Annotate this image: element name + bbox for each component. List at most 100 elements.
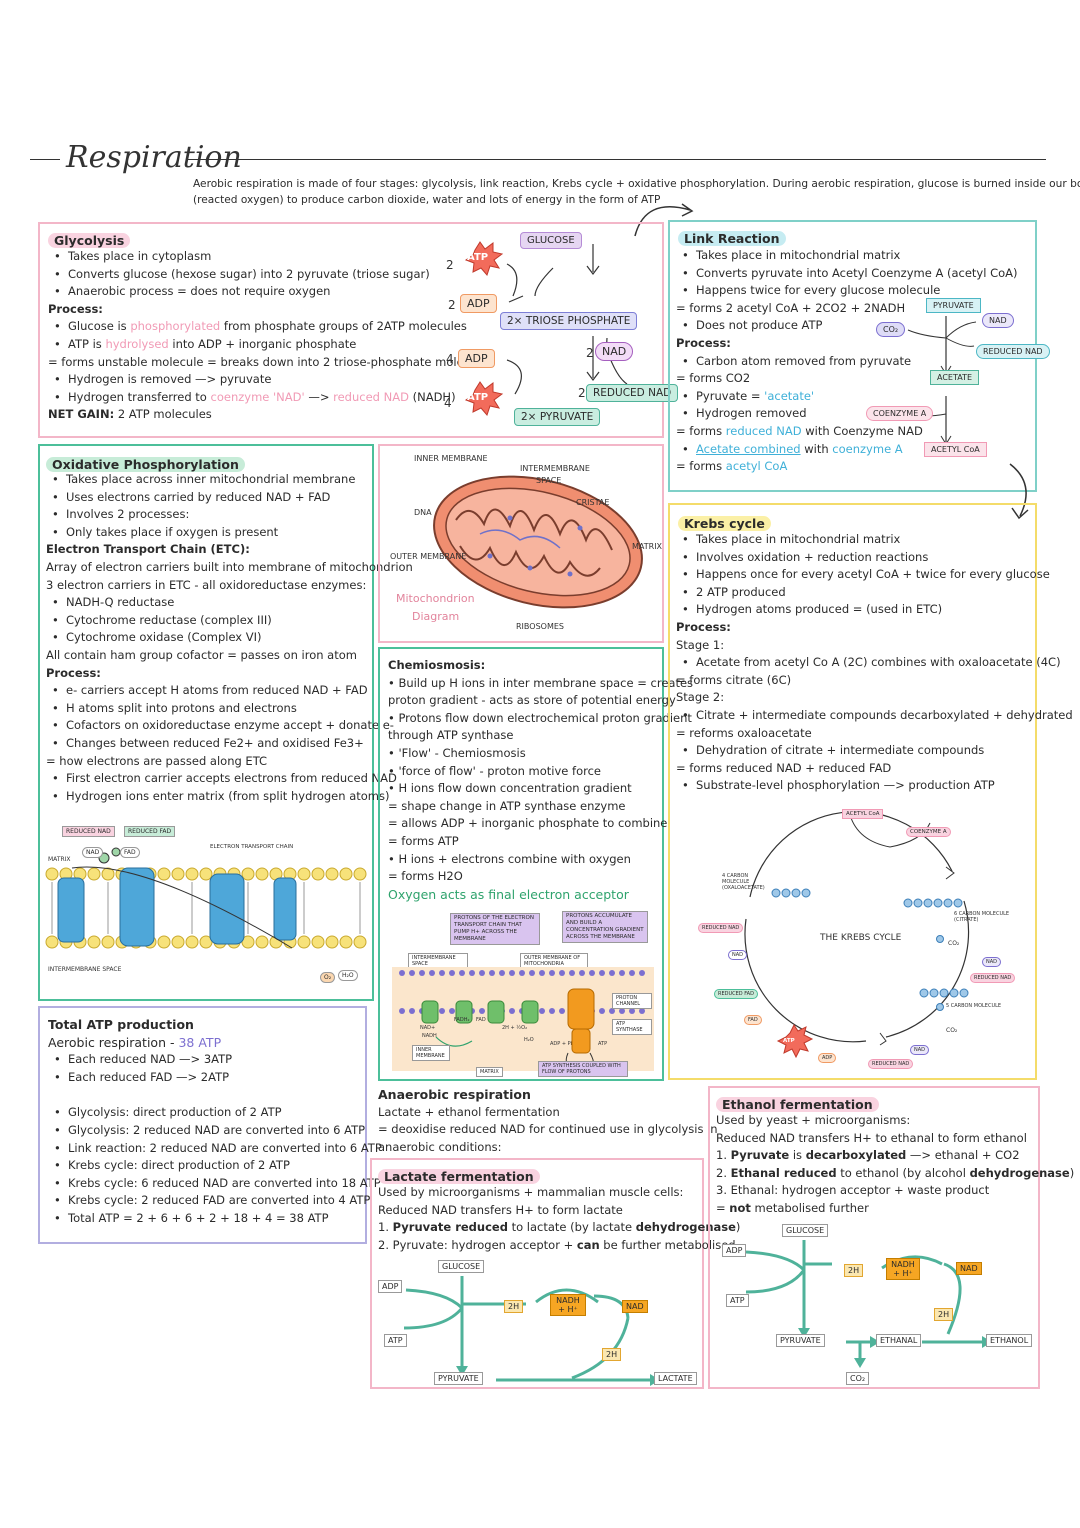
oxphos-step-6: First electron carrier accepts electrons…: [46, 770, 413, 788]
etc-fad-tag: FAD: [120, 847, 140, 858]
chemi-line-9: = allows ADP + inorganic phosphate to co…: [388, 816, 668, 831]
glycolysis-point-1: Takes place in cytoplasm: [48, 248, 494, 266]
chemi-atp-label: ATP: [598, 1041, 608, 1047]
link-point-3: Happens twice for every glucose molecule: [676, 282, 1018, 300]
lactate-pyruvate-tag: PYRUVATE: [434, 1372, 483, 1385]
krebs-nad-tag-1: NAD: [728, 950, 748, 960]
lactate-step-1: 1. Pyruvate reduced to lactate (by lacta…: [378, 1220, 741, 1235]
krebs-process-label: Process:: [676, 619, 731, 634]
ethanol-glucose-tag: GLUCOSE: [782, 1224, 829, 1237]
krebs-six-carbon: 6 CARBON MOLECULE (CITRATE): [954, 911, 1010, 923]
krebs-point-3: Happens once for every acetyl CoA + twic…: [676, 566, 1073, 584]
krebs-reduced-nad-tag-1: REDUCED NAD: [698, 923, 744, 933]
atp-star-label: ATP: [467, 252, 489, 263]
etc-carrier-2: Cytochrome reductase (complex III): [46, 612, 413, 630]
glycolysis-step-4: Hydrogen is removed —> pyruvate: [48, 371, 494, 389]
lactate-line-2: Reduced NAD transfers H+ to form lactate: [378, 1202, 623, 1217]
etc-text-1: Array of electron carriers built into me…: [46, 559, 413, 574]
ethanol-line-1: Used by yeast + microorganisms:: [716, 1113, 911, 1127]
intro-line-2: (reacted oxygen) to produce carbon dioxi…: [193, 194, 661, 206]
chemi-o2-label: 2H + ½O₂: [502, 1025, 528, 1031]
total-nad-conversion: Each reduced NAD —> 3ATP: [48, 1051, 382, 1069]
chemi-nad-label: NAD+: [420, 1025, 436, 1031]
chemi-adp-label: ADP + Pi: [550, 1041, 572, 1047]
etc-text-2: 3 electron carriers in ETC - all oxidore…: [46, 577, 367, 592]
krebs-atp-label: ATP: [783, 1038, 795, 1044]
link-step-2: Pyruvate = 'acetate': [676, 388, 1018, 406]
krebs-nad-tag-2: NAD: [982, 957, 1002, 967]
link-acetate-chip: ACETATE: [930, 370, 980, 385]
etc-o2-tag: O₂: [320, 972, 336, 983]
ethanol-nadh-tag: NADH + H⁺: [886, 1258, 920, 1280]
ethanol-step-2: 2. Ethanal reduced to ethanol (by alcoho…: [716, 1165, 1075, 1180]
chemi-matrix-tag: MATRIX: [476, 1067, 503, 1077]
lactate-line-1: Used by microorganisms + mammalian muscl…: [378, 1185, 684, 1199]
total-item-7: Total ATP = 2 + 6 + 6 + 2 + 18 + 4 = 38 …: [48, 1210, 382, 1228]
krebs-stage-2-step-2: Dehydration of citrate + intermediate co…: [676, 742, 1073, 760]
krebs-point-5: Hydrogen atoms produced = (used in ETC): [676, 601, 1073, 619]
lactate-pathway: [403, 1276, 660, 1386]
oxphos-heading: Oxidative Phosphorylation: [46, 457, 245, 472]
krebs-point-4: 2 ATP produced: [676, 584, 1073, 602]
ethanol-panel: Ethanol fermentation Used by yeast + mic…: [708, 1086, 1074, 1389]
etc-reduced-fad-tag: REDUCED FAD: [124, 826, 176, 837]
glycolysis-panel: Glycolysis Takes place in cytoplasm Conv…: [38, 222, 679, 438]
etc-carrier-1: NADH-Q reductase: [46, 594, 413, 612]
link-eq-1: = forms 2 acetyl CoA + 2CO2 + 2NADH: [676, 300, 906, 315]
oxphos-process-label: Process:: [46, 665, 101, 680]
chemi-channel-tag: PROTON CHANNEL: [612, 993, 652, 1009]
chemi-diagram: PROTONS OF THE ELECTRON TRANSPORT CHAIN …: [392, 911, 654, 1079]
etc-matrix-label: MATRIX: [48, 856, 71, 863]
pyruvate-chip: 2× PYRUVATE: [514, 408, 601, 426]
mitochondrion-panel: INNER MEMBRANE INTERMEMBRANE SPACE DNA C…: [378, 444, 664, 643]
ethanol-line-2: Reduced NAD transfers H+ to ethanal to f…: [716, 1130, 1027, 1145]
link-coa-chip: COENZYME A: [866, 406, 934, 421]
krebs-acetyl-coa-tag: ACETYL CoA: [842, 809, 884, 819]
mito-ribosomes: RIBOSOMES: [516, 622, 564, 631]
intro-line-1: Aerobic respiration is made of four stag…: [193, 178, 1080, 190]
link-acetyl-coa-chip: ACETYL CoA: [924, 442, 987, 457]
oxphos-point-4: Only takes place if oxygen is present: [46, 524, 413, 542]
adp-chip-2: ADP: [458, 349, 495, 368]
krebs-stage-1-step: Acetate from acetyl Co A (2C) combines w…: [676, 654, 1073, 672]
krebs-fad-tag: FAD: [744, 1015, 762, 1025]
ethanol-adp-tag: ADP: [722, 1244, 747, 1257]
etc-h2o-tag: H₂O: [338, 970, 358, 981]
chemi-line-12: = forms H2O: [388, 869, 463, 884]
anaerobic-section: Anaerobic respiration Lactate + ethanol …: [378, 1086, 718, 1156]
chemi-fadh-label: FADH₂: [454, 1017, 470, 1023]
total-atp-panel: Total ATP production Aerobic respiration…: [38, 1006, 382, 1244]
link-heading: Link Reaction: [678, 231, 786, 246]
anaerobic-line-3: anaerobic conditions:: [378, 1139, 502, 1154]
glycolysis-heading: Glycolysis: [48, 233, 131, 248]
oxphos-step-2: H atoms split into protons and electrons: [46, 700, 413, 718]
total-item-6: Krebs cycle: 2 reduced FAD are converted…: [48, 1192, 382, 1210]
total-heading: Total ATP production: [48, 1017, 194, 1032]
mito-cristae: CRISTAE: [576, 498, 610, 507]
lactate-nad-tag: NAD: [622, 1300, 648, 1313]
mito-outer-membrane: OUTER MEMBRANE: [390, 552, 467, 561]
krebs-point-2: Involves oxidation + reduction reactions: [676, 549, 1073, 567]
krebs-co2-label-1: CO₂: [948, 940, 960, 947]
mito-intermembrane-space: SPACE: [536, 476, 562, 485]
oxphos-step-5: = how electrons are passed along ETC: [46, 753, 268, 768]
total-item-4: Krebs cycle: direct production of 2 ATP: [48, 1157, 382, 1175]
ethanol-co2-tag: CO₂: [846, 1372, 870, 1385]
link-co2-chip: CO₂: [876, 322, 906, 337]
link-nad-chip: NAD: [982, 313, 1014, 328]
krebs-nad-tag-3: NAD: [910, 1045, 930, 1055]
oxphos-point-2: Uses electrons carried by reduced NAD + …: [46, 489, 413, 507]
krebs-adp-tag: ADP: [818, 1053, 837, 1063]
ethanol-step-4: = not metabolised further: [716, 1200, 869, 1215]
chemi-line-8: = shape change in ATP synthase enzyme: [388, 798, 626, 813]
chemi-line-4: through ATP synthase: [388, 728, 514, 743]
anaerobic-line-1: Lactate + ethanol fermentation: [378, 1104, 560, 1119]
chemi-line-11: • H ions + electrons combine with oxygen: [388, 851, 631, 866]
arrow-to-link: [634, 203, 694, 237]
chemi-fad-label: FAD: [476, 1017, 486, 1023]
link-step-1: Carbon atom removed from pyruvate: [676, 353, 1018, 371]
chemi-tag-2: PROTONS ACCUMULATE AND BUILD A CONCENTRA…: [562, 911, 648, 943]
ethanol-pathway: [745, 1240, 992, 1368]
arrow-to-krebs: [1009, 463, 1029, 520]
chemi-line-3: • Protons flow down electrochemical prot…: [388, 710, 692, 725]
